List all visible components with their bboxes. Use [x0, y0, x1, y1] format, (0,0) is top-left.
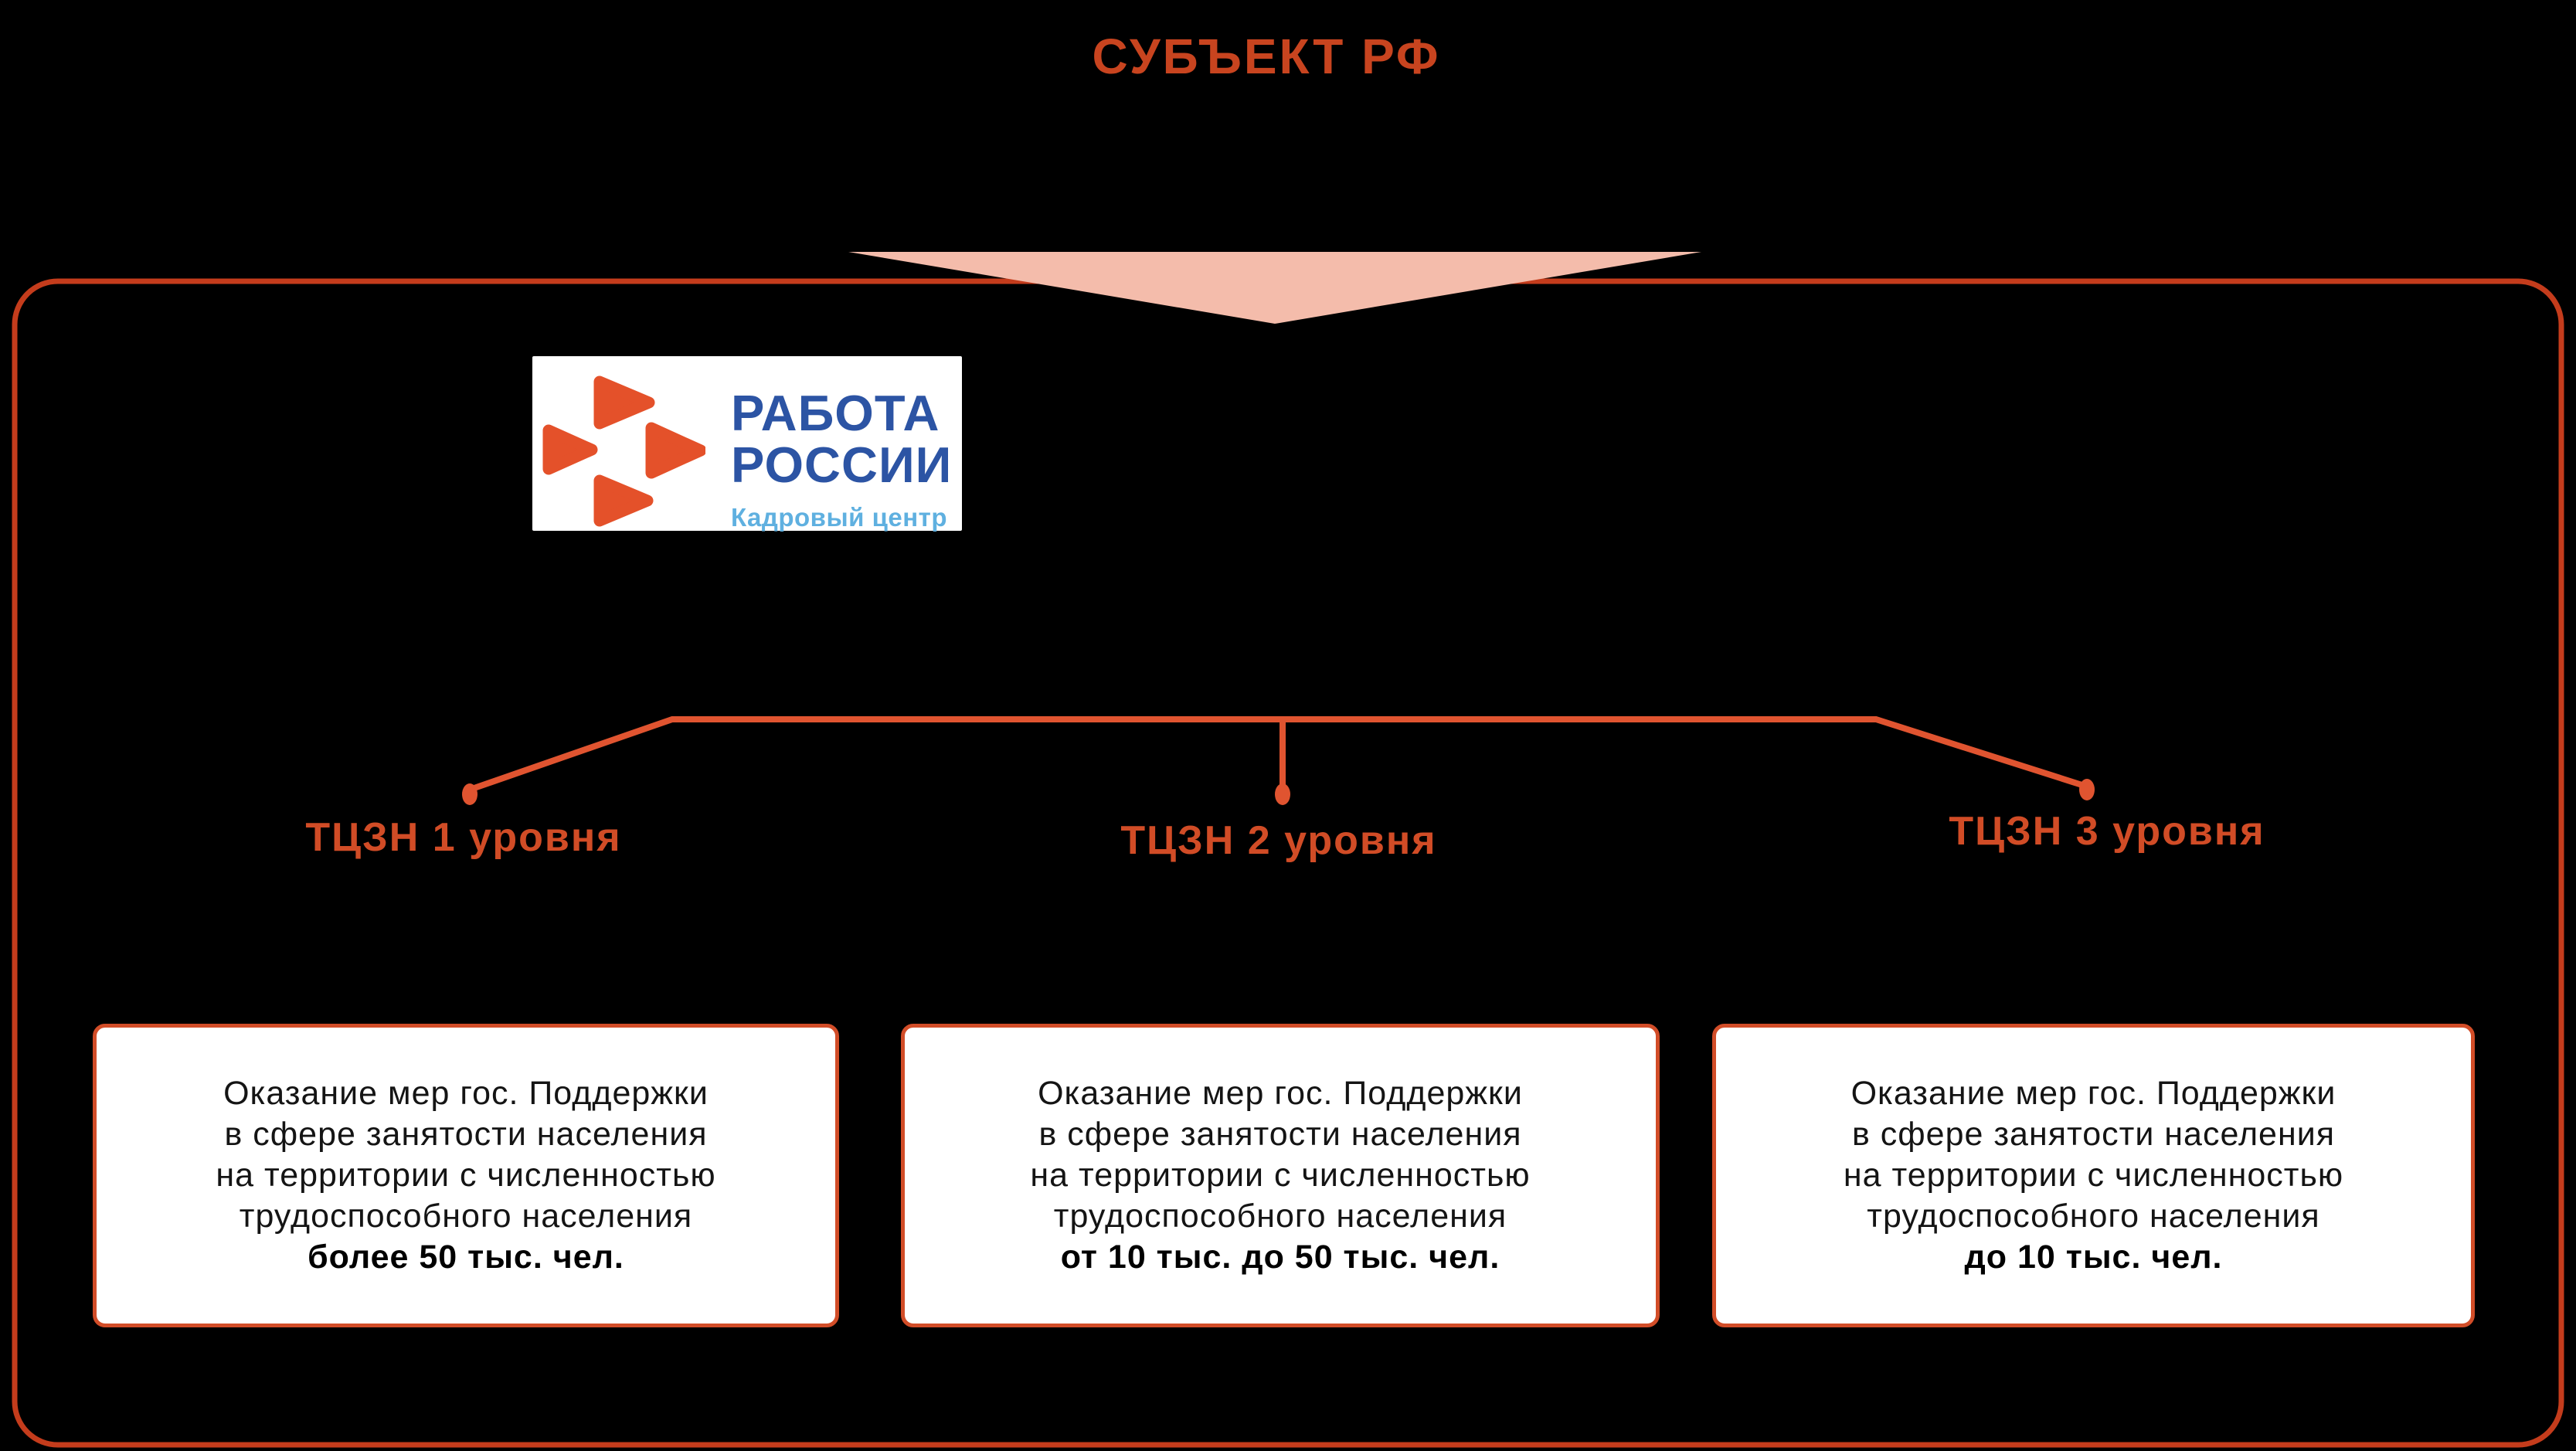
card-text-line: Оказание мер гос. Поддержки: [223, 1075, 709, 1112]
card-text-line: трудоспособного населения: [239, 1198, 693, 1235]
logo-title-line2: РОССИИ: [731, 437, 953, 493]
card-bold-line: от 10 тыс. до 50 тыс. чел.: [1060, 1239, 1500, 1276]
connector-dot-1: [462, 783, 477, 805]
card-text-line: в сфере занятости населения: [1851, 1116, 2335, 1153]
logo-title-line1: РАБОТА: [731, 385, 940, 441]
page-title: СУБЪЕКТ РФ: [1092, 29, 1441, 84]
level-1-label: ТЦЗН 1 уровня: [305, 815, 622, 860]
level-1-card: Оказание мер гос. Поддержки в сфере заня…: [93, 1024, 839, 1327]
level-3-card: Оказание мер гос. Поддержки в сфере заня…: [1712, 1024, 2475, 1327]
logo-triangle-top: [593, 375, 655, 430]
card-text-line: трудоспособного населения: [1867, 1198, 2320, 1235]
connector-dot-2: [1275, 783, 1290, 805]
arrow-down-icon: [848, 252, 1701, 324]
connector-dot-3: [2079, 779, 2095, 800]
logo-subtitle: Кадровый центр: [731, 503, 947, 532]
card-text-line: в сфере занятости населения: [224, 1116, 708, 1153]
logo-triangle-center: [645, 422, 705, 479]
level-2-label: ТЦЗН 2 уровня: [1120, 818, 1437, 863]
card-bold-line: более 50 тыс. чел.: [308, 1239, 624, 1276]
card-text-line: на территории с численностью: [1030, 1157, 1531, 1194]
card-text-line: на территории с численностью: [216, 1157, 716, 1194]
connector-branches-line: [468, 716, 2088, 793]
logo-triangle-left: [542, 424, 598, 475]
logo-triangles-icon: [542, 375, 705, 527]
card-text-line: Оказание мер гос. Поддержки: [1038, 1075, 1523, 1112]
card-text-line: на территории с численностью: [1843, 1157, 2344, 1194]
logo-text: РАБОТА РОССИИ Кадровый центр: [731, 387, 952, 532]
card-text-line: трудоспособного населения: [1053, 1198, 1507, 1235]
card-text-line: Оказание мер гос. Поддержки: [1850, 1075, 2336, 1112]
rabota-rossii-logo: РАБОТА РОССИИ Кадровый центр: [532, 356, 962, 532]
level-2-card: Оказание мер гос. Поддержки в сфере заня…: [901, 1024, 1660, 1327]
logo-triangle-bottom: [593, 474, 654, 527]
level-3-label: ТЦЗН 3 уровня: [1949, 809, 2265, 854]
card-text-line: в сфере занятости населения: [1038, 1116, 1522, 1153]
card-bold-line: до 10 тыс. чел.: [1964, 1239, 2223, 1276]
